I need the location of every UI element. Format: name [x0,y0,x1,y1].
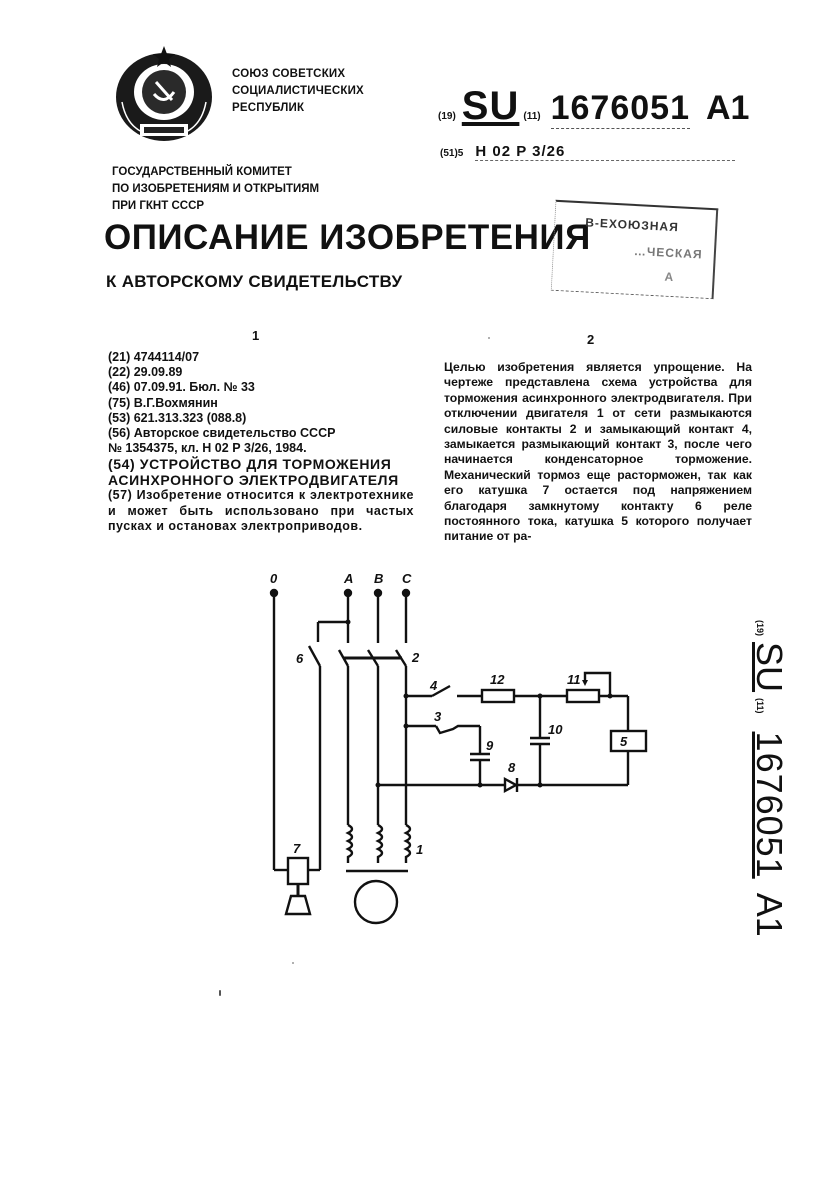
stamp-line: …ЧЕСКАЯ [633,243,703,262]
document-title: ОПИСАНИЕ ИЗОБРЕТЕНИЯ [104,218,591,257]
terminal-label: В [374,571,383,586]
component-label: 1 [416,842,423,857]
component-label: 3 [434,709,442,724]
patent-kind: A1 [705,89,750,127]
bibliographic-column: (21) 4744114/07 (22) 29.09.89 (46) 07.09… [108,350,414,534]
component-label: 4 [429,678,438,693]
scan-speck [219,990,221,996]
column-number-2: 2 [587,332,595,347]
country-code-label: (19) [438,111,456,122]
component-label: 5 [620,734,628,749]
component-label: 10 [548,722,563,737]
biblio-reference-cont: № 1354375, кл. Н 02 Р 3/26, 1984. [108,441,307,456]
component-label: 9 [486,738,494,753]
library-stamp: В-ЕХОЮЗНАЯ …ЧЕСКАЯ А [550,199,719,300]
union-line: СОЮЗ СОВЕТСКИХ [232,68,346,80]
ipc-code-label: (51)5 [440,148,464,159]
side-patent-number-value: 1676051 [749,731,790,879]
biblio-udc: (53) 621.313.323 (088.8) [108,410,247,425]
terminal-label: 0 [270,571,278,586]
committee-line: ГОСУДАРСТВЕННЫЙ КОМИТЕТ [112,166,292,178]
document-subtitle: К АВТОРСКОМУ СВИДЕТЕЛЬСТВУ [106,272,403,291]
component-label: 11 [567,672,581,687]
invention-title-line: АСИНХРОННОГО ЭЛЕКТРОДВИГАТЕЛЯ [108,472,399,489]
abstract: (57) Изобретение относится к электротехн… [108,488,414,533]
union-line: СОЦИАЛИСТИЧЕСКИХ [232,85,364,97]
component-label: 12 [490,672,505,687]
biblio-filing-date: (22) 29.09.89 [108,365,183,380]
country-code: SU [461,84,520,128]
invention-title: (54) УСТРОЙСТВО ДЛЯ ТОРМОЖЕНИЯ АСИНХРОНН… [108,456,414,488]
patent-number: 1676051 [550,89,690,129]
component-label: 2 [411,650,420,665]
terminal-label: А [343,571,353,586]
committee-name: ГОСУДАРСТВЕННЫЙ КОМИТЕТ ПО ИЗОБРЕТЕНИЯМ … [112,164,319,215]
circuit-diagram: 0 А В С 6 2 4 3 12 11 10 5 9 8 7 1 [240,560,660,940]
description-text: Целью изобретения является упрощение. На… [444,360,752,544]
side-patent-number: (19) SU (11) 1676051 A1 [748,620,790,940]
biblio-reference: (56) Авторское свидетельство СССР [108,426,336,441]
ussr-emblem-icon [112,42,216,146]
patent-number-block: (19) SU (11) 1676051 A1 [438,84,749,129]
committee-line: ПО ИЗОБРЕТЕНИЯМ И ОТКРЫТИЯМ [112,183,320,195]
biblio-publication: (46) 07.09.91. Бюл. № 33 [108,380,255,395]
union-name: СОЮЗ СОВЕТСКИХ СОЦИАЛИСТИЧЕСКИХ РЕСПУБЛИ… [232,66,364,117]
committee-line: ПРИ ГКНТ СССР [112,200,205,212]
biblio-application-number: (21) 4744114/07 [108,350,200,364]
component-label: 7 [293,841,301,856]
side-patent-number-text: (19) SU (11) 1676051 A1 [748,620,790,937]
component-label: 6 [296,651,304,666]
stamp-line: В-ЕХОЮЗНАЯ [584,215,680,235]
invention-title-line: (54) УСТРОЙСТВО ДЛЯ ТОРМОЖЕНИЯ [108,456,392,473]
side-country-code-label: (19) [755,620,765,637]
union-line: РЕСПУБЛИК [232,102,305,114]
number-code-label: (11) [523,111,541,122]
scan-speck [292,962,294,964]
column-number-1: 1 [252,328,260,343]
side-number-code-label: (11) [755,698,765,714]
biblio-inventor: (75) В.Г.Вохмянин [108,395,218,410]
terminal-label: С [402,571,412,586]
description-column: Целью изобретения является упрощение. На… [444,360,752,545]
ipc-classification: (51)5 H 02 P 3/26 [440,143,736,161]
side-patent-kind: A1 [749,892,790,937]
ipc-value: H 02 P 3/26 [475,143,736,161]
scan-speck [488,337,490,339]
component-label: 8 [508,760,516,775]
stamp-line: А [664,269,674,285]
side-country-code: SU [749,642,790,693]
